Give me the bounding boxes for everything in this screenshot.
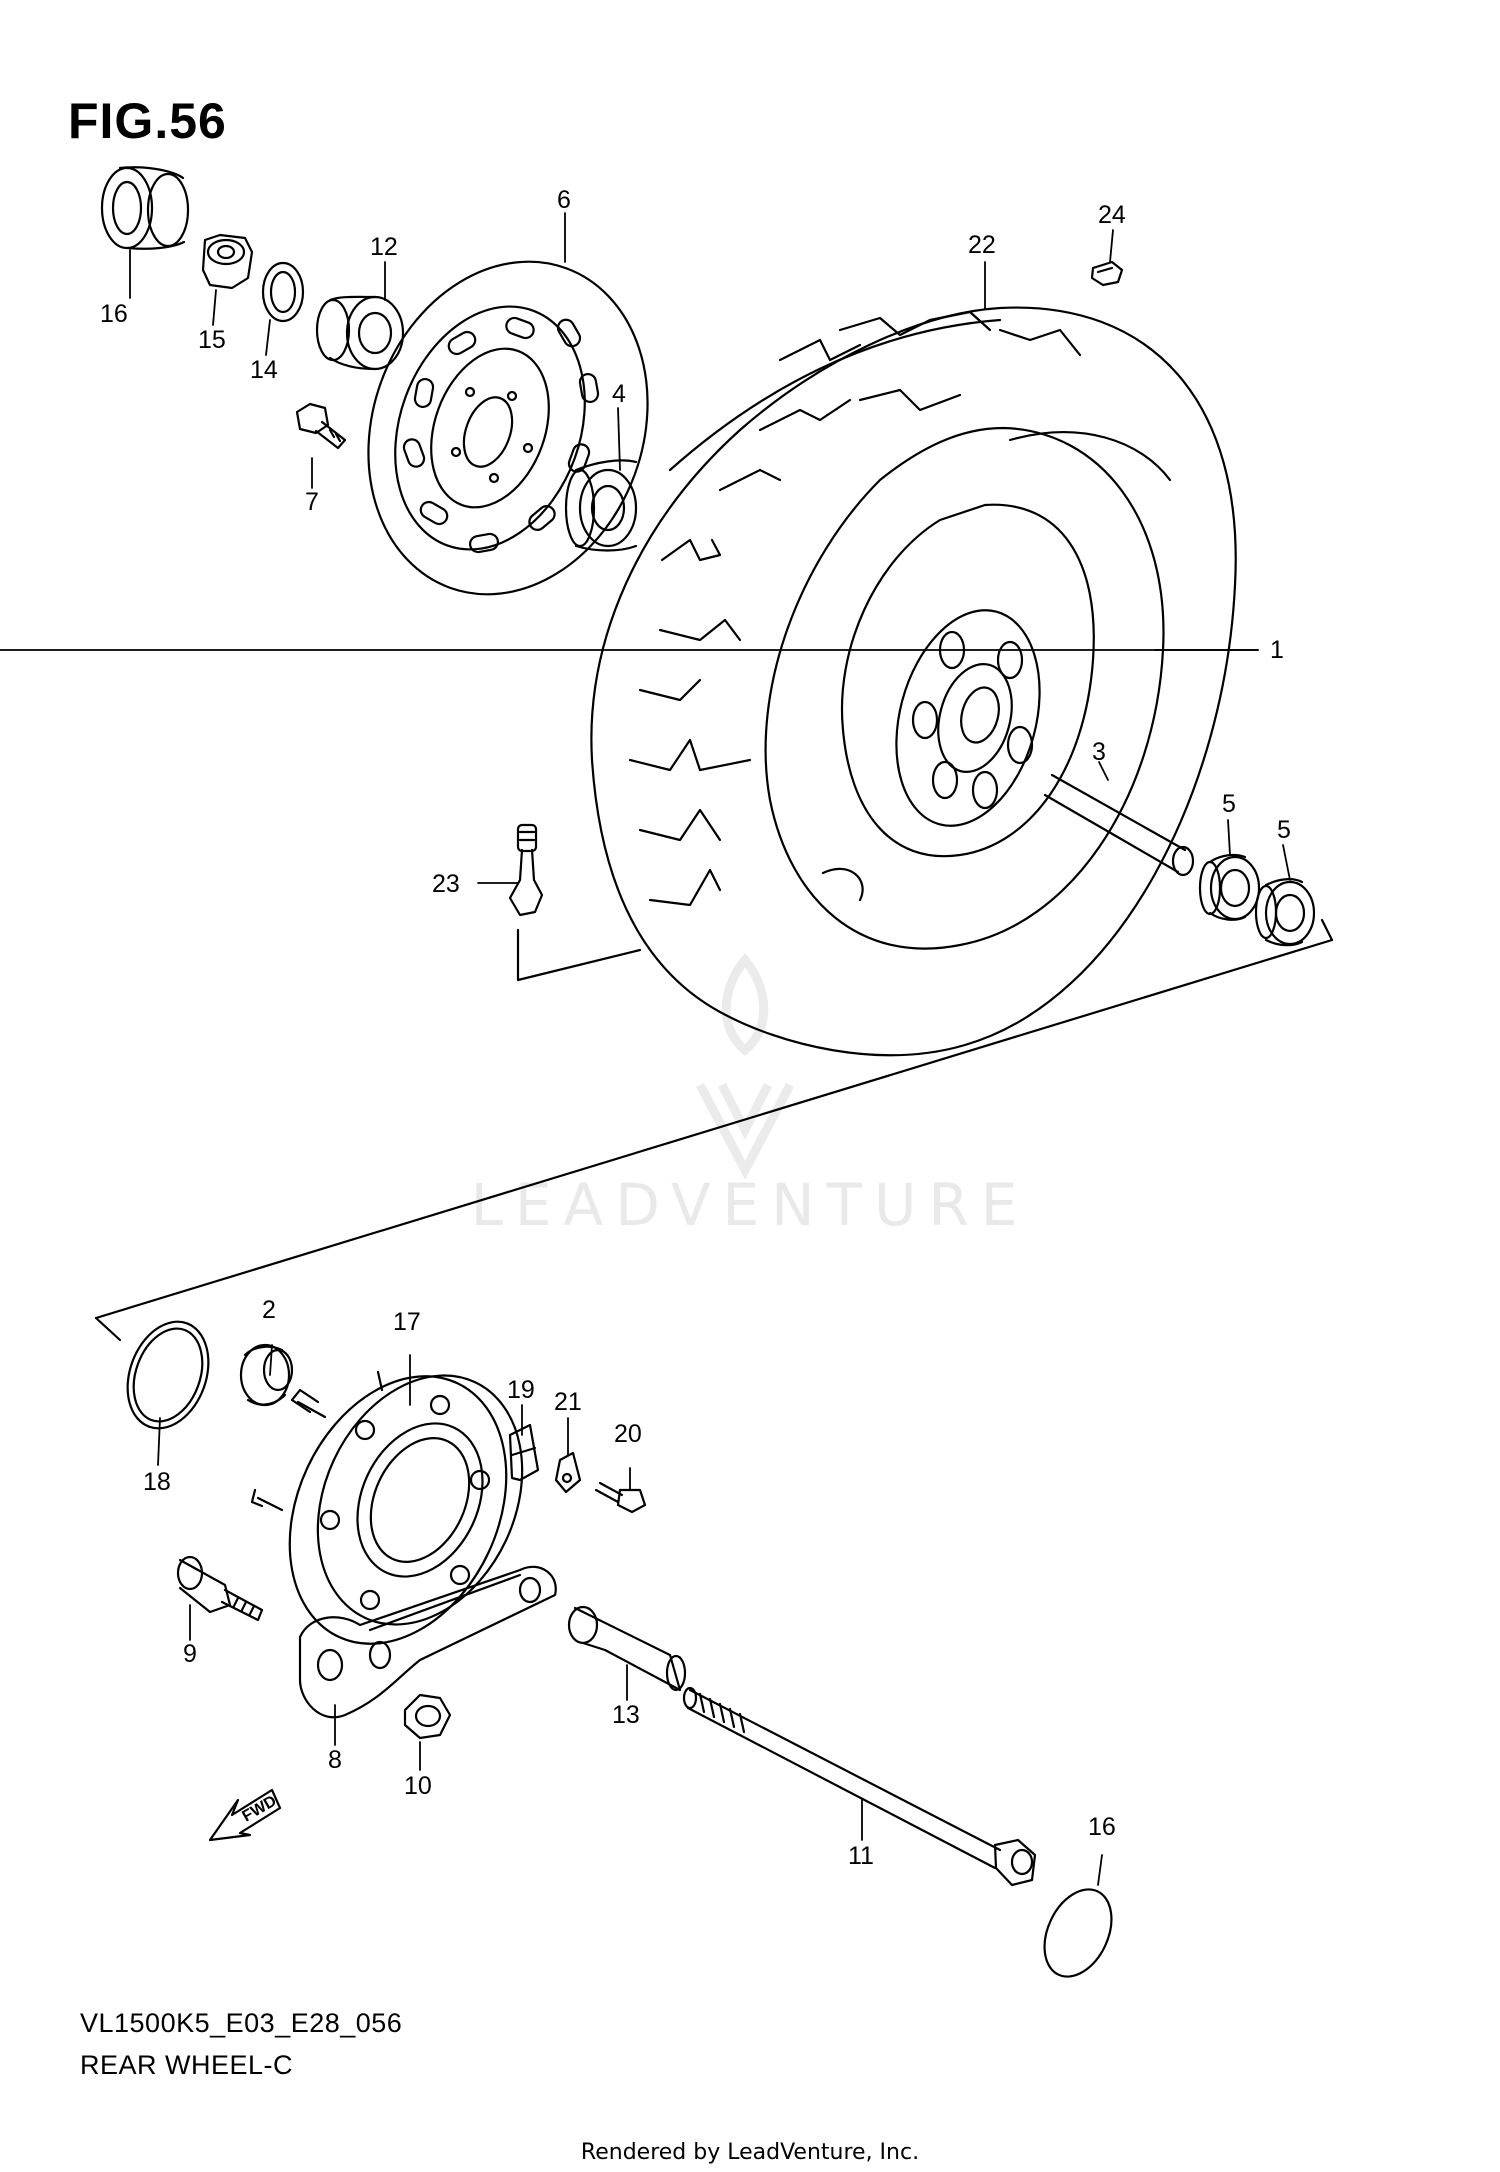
figure-title: FIG.56 xyxy=(68,93,227,149)
part-10-nut xyxy=(403,1693,452,1740)
callout-18: 18 xyxy=(143,1468,171,1496)
callout-4: 4 xyxy=(612,380,626,408)
part-16-dust-seal xyxy=(100,166,190,250)
part-11-axle xyxy=(682,1686,1037,1887)
part-3-spacer-tube xyxy=(1043,773,1195,877)
part-24-clip xyxy=(1090,260,1124,287)
callout-9: 9 xyxy=(183,1640,197,1668)
callout-7: 7 xyxy=(305,488,319,516)
callout-6: 6 xyxy=(557,186,571,214)
part-21-washer xyxy=(554,1451,582,1494)
callout-19: 19 xyxy=(507,1376,535,1404)
part-20-screw xyxy=(594,1481,647,1514)
part-13-collar xyxy=(567,1605,687,1692)
watermark: LEADVENTURE xyxy=(471,952,1030,1239)
callout-14: 14 xyxy=(250,356,278,384)
part-18-o-ring xyxy=(126,1320,210,1430)
part-9-bolt xyxy=(176,1555,264,1622)
fwd-arrow-icon xyxy=(208,1788,282,1842)
callout-24: 24 xyxy=(1098,201,1126,229)
part-2-bearing xyxy=(239,1343,294,1407)
leader-lines xyxy=(0,212,1291,1886)
callout-16a: 16 xyxy=(100,300,128,328)
part-15-nut xyxy=(201,233,254,290)
callout-13: 13 xyxy=(612,1701,640,1729)
part-5-bearing-b xyxy=(1254,878,1316,947)
part-4-bearing xyxy=(564,459,638,552)
part-5-bearing-a xyxy=(1198,853,1261,921)
callout-2: 2 xyxy=(262,1296,276,1324)
part-22-tire xyxy=(590,306,1237,1057)
callout-5b: 5 xyxy=(1277,816,1291,844)
callout-21: 21 xyxy=(554,1388,582,1416)
part-6-brake-disc xyxy=(367,260,649,596)
part-14-ring xyxy=(261,261,305,323)
callout-22: 22 xyxy=(968,231,996,259)
part-12-spacer xyxy=(315,295,405,371)
callout-3: 3 xyxy=(1092,738,1106,766)
callout-15: 15 xyxy=(198,326,226,354)
part-17-drum xyxy=(250,1370,524,1645)
part-7-bolt xyxy=(295,402,347,450)
callout-5a: 5 xyxy=(1222,790,1236,818)
callout-17: 17 xyxy=(393,1308,421,1336)
assembly-guide-lines xyxy=(94,918,1334,1342)
watermark-text: LEADVENTURE xyxy=(471,1171,1030,1239)
callout-8: 8 xyxy=(328,1746,342,1774)
part-19-damper xyxy=(508,1423,540,1482)
callout-1: 1 xyxy=(1270,636,1284,664)
leadventure-logo-icon xyxy=(696,952,794,1180)
callout-12: 12 xyxy=(370,233,398,261)
figure-code: VL1500K5_E03_E28_056 xyxy=(80,2008,403,2038)
callout-11: 11 xyxy=(848,1842,874,1870)
part-23-valve xyxy=(508,823,544,917)
callout-10: 10 xyxy=(404,1772,432,1800)
part-16-cap xyxy=(1043,1888,1113,1978)
part-8-torque-arm xyxy=(298,1565,557,1719)
render-credit: Rendered by LeadVenture, Inc. xyxy=(580,2140,920,2165)
part-1-wheel-hub xyxy=(895,609,1041,827)
callouts: 1 2 3 4 5 5 6 7 8 9 10 11 12 13 14 15 16… xyxy=(100,186,1291,1870)
callout-20: 20 xyxy=(614,1420,642,1448)
callout-16b: 16 xyxy=(1088,1813,1116,1841)
callout-23: 23 xyxy=(432,870,460,898)
figure-name: REAR WHEEL-C xyxy=(80,2050,294,2080)
